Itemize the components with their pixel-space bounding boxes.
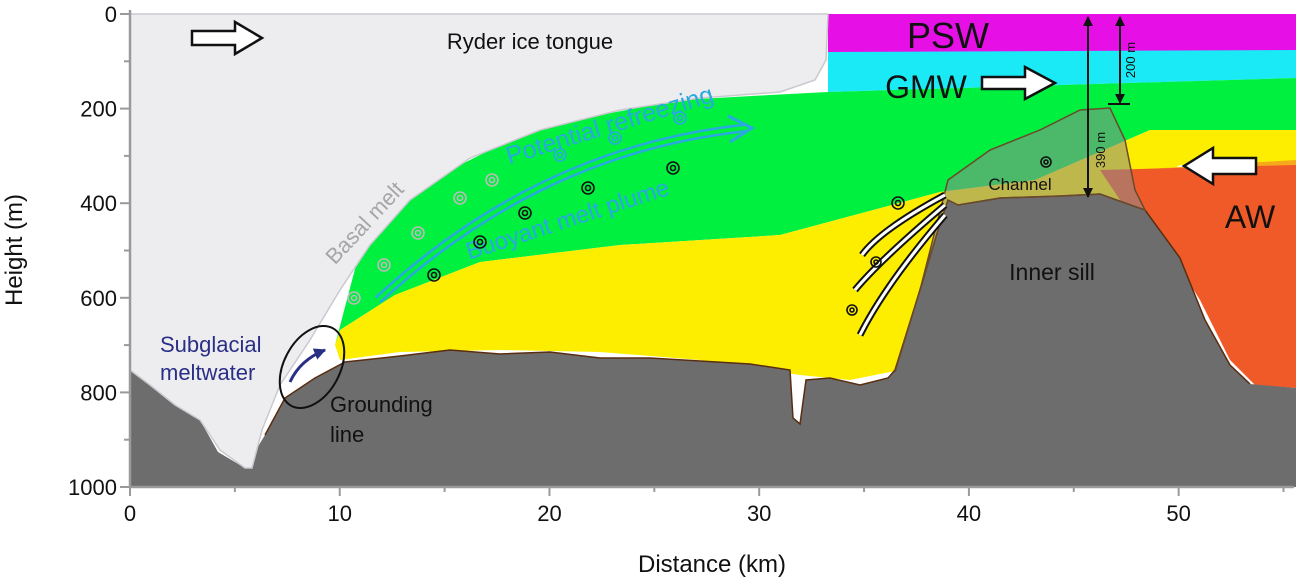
inner-sill-label: Inner sill: [1009, 259, 1095, 285]
meltwater-arrow-icon: [288, 348, 327, 383]
grounding-label-1: Grounding: [330, 392, 433, 417]
ice-tongue-label: Ryder ice tongue: [447, 29, 613, 54]
grounding-label-2: line: [330, 422, 364, 447]
eddy-icon: [453, 191, 467, 205]
eddy-icon: [518, 206, 532, 220]
aw-inflow-arrow-icon: [1181, 145, 1258, 187]
gmw-flow-arrow-icon: [980, 64, 1058, 102]
sill-ridge-overlay: [894, 107, 1147, 373]
ice-flow-arrow-icon: [190, 19, 265, 57]
dimension-arrows: [1083, 15, 1130, 198]
y-tick-label: 600: [80, 286, 117, 311]
axis-tick-labels: 0 10 20 30 40 50 0 200 400 600 800 1000: [68, 2, 1191, 526]
channel-label: Channel: [988, 175, 1051, 194]
x-tick-label: 10: [327, 501, 351, 526]
aw-label: AW: [1225, 199, 1276, 235]
y-tick-label: 200: [80, 97, 117, 122]
subglacial-label-2: meltwater: [160, 360, 255, 385]
y-axis-title: Height (m): [1, 194, 28, 306]
eddy-icon: [411, 226, 425, 240]
plume-arrow-inner: [376, 126, 746, 302]
eddy-icon: [673, 111, 687, 125]
axes: [128, 10, 1294, 489]
eddy-icon: [891, 196, 905, 210]
eddy-icon: [485, 173, 499, 187]
eddy-icon: [666, 161, 680, 175]
x-tick-label: 0: [124, 501, 136, 526]
eddy-symbols: [347, 111, 1052, 316]
overflow-arrows-inner: [853, 193, 947, 336]
eddy-icon: [473, 235, 487, 249]
dim-390-label: 390 m: [1093, 132, 1108, 168]
x-tick-label: 20: [537, 501, 561, 526]
gmw-label: GMW: [885, 69, 968, 105]
eddy-icon: [608, 131, 622, 145]
axis-ticks: [120, 13, 1285, 496]
dim-200-label: 200 m: [1123, 42, 1138, 78]
eddy-icon: [581, 181, 595, 195]
grounding-line-ellipse: [278, 324, 346, 410]
eddy-icon: [870, 256, 882, 268]
x-tick-label: 50: [1166, 501, 1190, 526]
eddy-icon: [553, 148, 567, 162]
bedrock: [130, 194, 1296, 487]
x-tick-label: 40: [957, 501, 981, 526]
y-tick-label: 0: [105, 2, 117, 27]
eddy-icon: [377, 258, 391, 272]
eddy-icon: [427, 268, 441, 282]
x-tick-label: 30: [747, 501, 771, 526]
eddy-icon: [1040, 156, 1052, 168]
plume-arrow-head: [727, 114, 756, 144]
y-tick-label: 800: [80, 380, 117, 405]
psw-label: PSW: [907, 15, 989, 56]
x-axis-title: Distance (km): [638, 551, 786, 578]
eddy-icon: [347, 291, 361, 305]
block-arrows: [190, 19, 1258, 187]
subglacial-label-1: Subglacial: [160, 332, 262, 357]
y-tick-label: 1000: [68, 475, 117, 500]
psw-layer: [828, 14, 1296, 52]
y-tick-label: 400: [80, 191, 117, 216]
ice-tongue: [129, 13, 829, 469]
eddy-icon: [846, 304, 858, 316]
